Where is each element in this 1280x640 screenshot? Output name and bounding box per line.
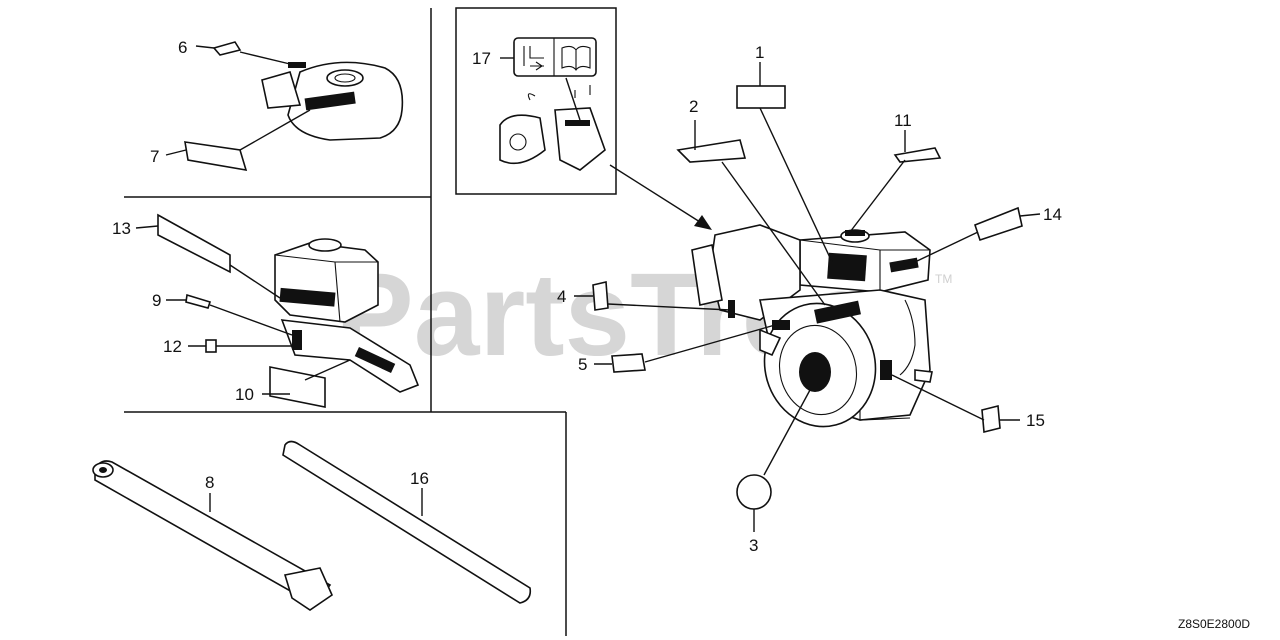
callout-3: 3	[749, 536, 758, 555]
callout-14: 14	[1043, 205, 1062, 224]
air-cleaner-cover-top	[165, 41, 404, 172]
caution-label-icon	[523, 46, 544, 71]
callout-4: 4	[557, 287, 566, 306]
callout-10: 10	[235, 385, 254, 404]
manual-book-icon	[561, 45, 591, 71]
engine-assembly	[574, 62, 1041, 532]
callout-7: 7	[150, 147, 159, 166]
tool-wrenches	[92, 440, 532, 611]
pointer-arrow	[609, 164, 712, 230]
callout-8: 8	[205, 473, 214, 492]
drawing-code: Z8S0E2800D	[1178, 617, 1250, 631]
callout-16: 16	[410, 469, 429, 488]
callout-17: 17	[472, 49, 491, 68]
callout-labels: 1 2 3 4 5 6 7 8 9 10 11 12 13 14 15 16 1…	[112, 38, 1062, 555]
callout-2: 2	[689, 97, 698, 116]
callout-5: 5	[578, 355, 587, 374]
callout-11: 11	[894, 111, 912, 130]
callout-9: 9	[152, 291, 161, 310]
callout-1: 1	[755, 43, 764, 62]
callout-12: 12	[163, 337, 182, 356]
air-cleaner-assembly	[135, 213, 420, 408]
callout-6: 6	[178, 38, 187, 57]
panel-frames	[124, 7, 617, 636]
watermark-trademark: TM	[935, 272, 952, 286]
callout-13: 13	[112, 219, 131, 238]
carburetor-inset	[499, 37, 606, 171]
callout-15: 15	[1026, 411, 1045, 430]
